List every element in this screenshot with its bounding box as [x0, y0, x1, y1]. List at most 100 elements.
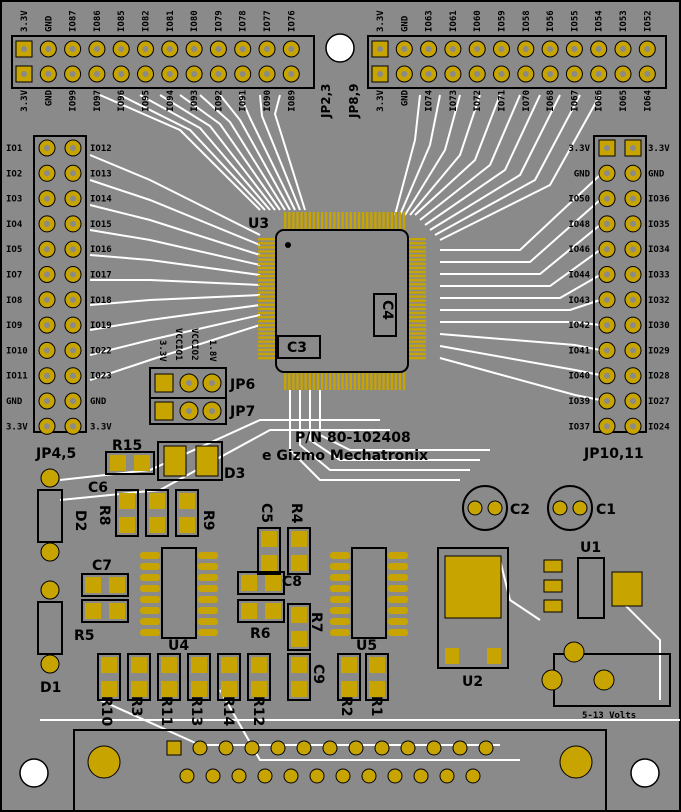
c9-pads [287, 653, 311, 701]
label-c4: C4 [379, 300, 395, 320]
jp6-jp7-pads [154, 373, 222, 421]
trace-layer [40, 94, 680, 761]
header-pins-right [598, 139, 642, 435]
left_header-label-right-8: IO22 [90, 346, 112, 356]
d3-outline [157, 441, 223, 481]
left_header-label-left-0: IO1 [6, 144, 22, 154]
r15-outline [105, 451, 155, 475]
left_header-label-left-3: IO4 [6, 220, 23, 230]
left_header-label-right-2: IO14 [90, 195, 112, 205]
label-d3: D3 [224, 466, 245, 482]
d3-pad-2 [195, 445, 219, 477]
right_header-label-left-9: IO40 [568, 372, 590, 382]
top_header_right-label-top-7: IO56 [546, 10, 556, 32]
db-connector-mount-pads [87, 745, 593, 779]
d1-outline [37, 601, 63, 655]
top_header_right-label-top-5: IO59 [498, 10, 508, 32]
c7-pads [81, 573, 129, 597]
right_header-label-left-3: IO48 [568, 220, 590, 230]
right_header-label-right-6: IO32 [648, 296, 670, 306]
label-r14: R14 [220, 696, 236, 727]
top_header_right-label-top-9: IO54 [595, 10, 605, 32]
top_header_right-label-bottom-2: IO74 [425, 89, 435, 111]
r2-pads [337, 653, 361, 701]
c3-outline [277, 335, 321, 359]
u2-outline [437, 547, 509, 669]
label-r7: R7 [308, 612, 324, 633]
jumper-label-1v8: 1.8V [207, 340, 217, 362]
label-r9: R9 [200, 510, 216, 531]
top_header_right-label-bottom-7: IO68 [546, 90, 556, 112]
right_header-label-right-5: IO33 [648, 271, 670, 281]
db-connector-outline [73, 729, 607, 812]
top_header_left-label-top-7: IO80 [190, 10, 200, 32]
label-jp6: JP6 [229, 377, 255, 393]
right_header-label-left-11: IO37 [568, 422, 590, 432]
top_header_right-label-bottom-11: IO64 [643, 89, 653, 111]
label-r15: R15 [112, 438, 142, 454]
top_header_left-label-bottom-9: IO91 [239, 90, 249, 112]
right_header-label-right-10: IO27 [648, 397, 670, 407]
u2-tab-pad [444, 555, 502, 619]
label-r3: R3 [128, 696, 144, 717]
r13-pads [187, 653, 211, 701]
top_header_right-label-top-4: IO60 [473, 10, 483, 32]
left_header-label-left-4: IO5 [6, 245, 22, 255]
left_header-label-left-9: IO11 [6, 372, 28, 382]
mounting-holes [19, 33, 660, 788]
u1-outline [577, 557, 605, 619]
top_header_left-label-bottom-5: IO95 [142, 90, 152, 112]
label-c3: C3 [287, 340, 307, 356]
mounting-hole-top [325, 33, 355, 63]
jumper-label-vccio1: VCCIO1 [173, 328, 183, 361]
label-r8: R8 [96, 505, 112, 526]
label-u3: U3 [248, 216, 269, 232]
r10-pads [97, 653, 121, 701]
right_header-label-left-7: IO42 [568, 321, 590, 331]
jumper-label-vccio2: VCCIO2 [189, 328, 199, 361]
top_header_left-label-top-6: IO81 [166, 10, 176, 32]
label-u2: U2 [462, 674, 483, 690]
left_header-label-left-11: 3.3V [6, 422, 28, 432]
d2-outline [37, 489, 63, 543]
right_header-label-left-4: IO46 [568, 245, 590, 255]
mcu-u3 [258, 212, 426, 390]
left_header-label-right-1: IO13 [90, 169, 112, 179]
top_header_left-label-bottom-10: IO90 [263, 90, 273, 112]
jp7-outline [149, 397, 227, 425]
c5-pads [257, 527, 281, 575]
top_header_left-label-top-4: IO85 [117, 10, 127, 32]
d3-pad-1 [163, 445, 187, 477]
top_header_right-label-top-1: GND [400, 15, 410, 32]
header-pins-top-right [371, 40, 656, 83]
jumper-label-3v3: 3.3V [157, 340, 167, 362]
label-u1: U1 [580, 540, 601, 556]
right_header-label-right-11: IO24 [648, 422, 670, 432]
label-jp2-3: JP2,3 [319, 83, 333, 119]
label-d2: D2 [72, 510, 88, 531]
left_header-label-right-7: IO19 [90, 321, 112, 331]
label-c8: C8 [282, 574, 302, 590]
smd-mid-pads [145, 489, 169, 537]
label-r12: R12 [250, 696, 266, 726]
r11-pads [157, 653, 181, 701]
r15-pad-1 [110, 455, 126, 471]
label-c9: C9 [310, 664, 326, 684]
left_header-label-right-11: 3.3V [90, 422, 112, 432]
right_header-label-left-5: IO44 [568, 271, 590, 281]
label-r11: R11 [158, 696, 174, 726]
top_header_right-label-bottom-1: GND [400, 89, 410, 106]
right_header-label-right-2: IO36 [648, 195, 670, 205]
label-jp10-11: JP10,11 [583, 446, 644, 462]
left_header-label-left-1: IO2 [6, 169, 22, 179]
top_header_left-label-top-2: IO87 [69, 10, 79, 32]
left_header-label-left-7: IO9 [6, 321, 22, 331]
header-box-top-right [367, 35, 667, 89]
db-connector-pins [166, 740, 494, 784]
top_header_right-label-top-6: IO58 [522, 10, 532, 32]
top_header_right-label-bottom-9: IO66 [595, 90, 605, 112]
r5-pads [81, 599, 129, 623]
c4-outline [373, 293, 397, 337]
left_header-label-right-6: IO18 [90, 296, 112, 306]
